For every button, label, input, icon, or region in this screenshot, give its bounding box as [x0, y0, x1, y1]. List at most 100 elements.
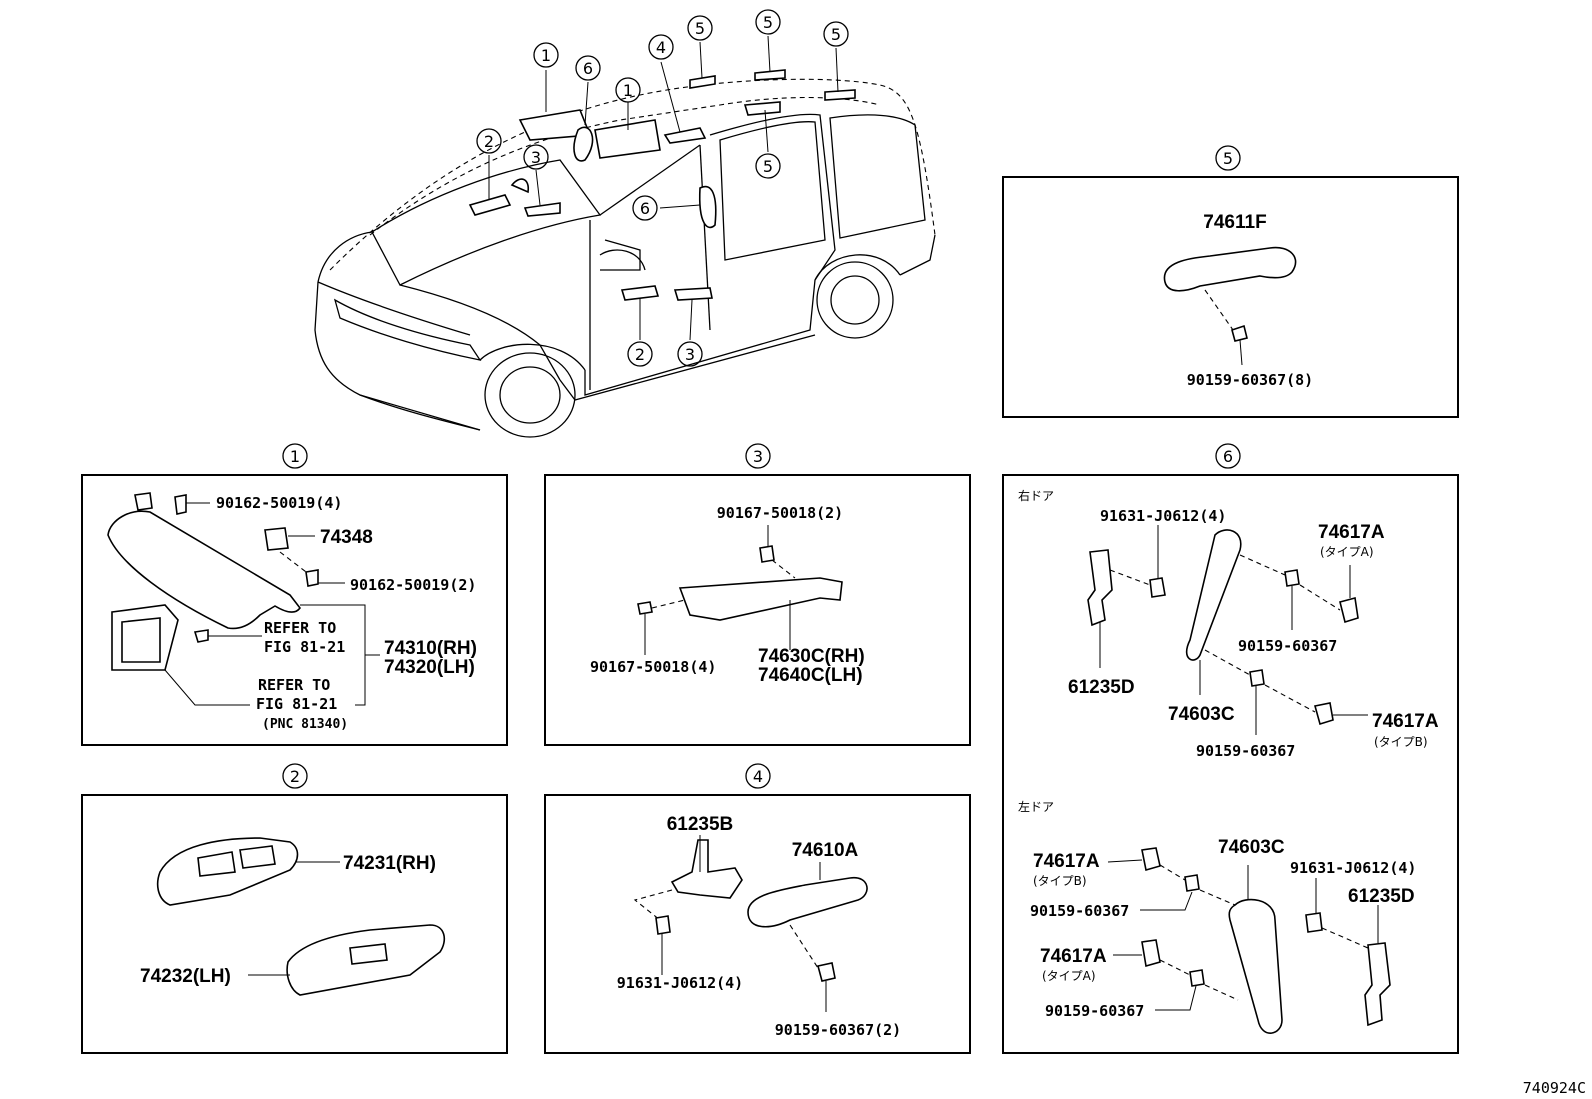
section-1-refer1-line2: FIG 81-21 [264, 638, 345, 656]
callout-6: 6 [640, 199, 650, 218]
section-2: 2 74231(RH) 74232(LH) [81, 763, 508, 1054]
screw-shape [759, 545, 775, 563]
section-1-refer2-line1: REFER TO [258, 676, 330, 694]
section-5-box [1002, 176, 1459, 418]
cap-typeA-shape [1141, 939, 1161, 968]
callout-circle [687, 15, 713, 41]
section-6-callout: 6 [1223, 447, 1233, 466]
callout-circle [523, 144, 549, 170]
callout-5: 5 [763, 13, 773, 32]
section-6-r-bolt-pn: 91631-J0612(4) [1100, 507, 1226, 525]
section-4-box [544, 794, 971, 1054]
vanity-mirror-inner [121, 617, 161, 663]
section-6-callout-circle [1215, 443, 1241, 469]
assist-grip-74630C-shape [678, 577, 843, 621]
callout-2: 2 [484, 132, 494, 151]
section-6-l-cap-b-type: (タイプB) [1033, 874, 1087, 888]
section-1-box [81, 474, 508, 746]
screw-shape [817, 962, 836, 982]
bracket-74348-shape [264, 527, 289, 551]
clip-shape [134, 492, 153, 511]
callout-circle [533, 42, 559, 68]
section-5: 5 74611F 90159-60367(8) [1002, 145, 1459, 418]
section-3-box [544, 474, 971, 746]
section-6-r-grip-pn: 74603C [1168, 704, 1235, 725]
callout-2: 2 [635, 345, 645, 364]
section-6-r-cap-b-type: (タイプB) [1374, 735, 1428, 749]
switch-opening [239, 845, 276, 869]
section-4-bolt-pn: 91631-J0612(4) [617, 974, 743, 992]
bolt-shape [655, 915, 671, 935]
bracket-61235D-shape [1364, 942, 1391, 1027]
section-1-bracket-pn: 74348 [320, 527, 373, 548]
callout-circle [615, 77, 641, 103]
screw-shape [1249, 669, 1265, 687]
section-4-grip-pn: 74610A [792, 840, 859, 861]
callout-3: 3 [531, 148, 541, 167]
callout-circle [755, 153, 781, 179]
callout-6: 6 [583, 59, 593, 78]
callout-circle [677, 341, 703, 367]
bolt-shape [1149, 577, 1166, 598]
section-1: 1 90162-50019(4) 74348 90162-50019(2) RE… [81, 443, 508, 746]
section-6-l-screw2-pn: 90159-60367 [1045, 1002, 1144, 1020]
screw-shape [1189, 969, 1205, 987]
section-4-bracket-pn: 61235B [667, 814, 734, 835]
callout-circle [632, 195, 658, 221]
cap-typeB-shape [1141, 847, 1161, 872]
section-3-screw-top-pn: 90167-50018(2) [717, 504, 843, 522]
section-2-callout-circle [282, 763, 308, 789]
screw-shape [305, 569, 319, 587]
section-5-grip-pn: 74611F [1203, 212, 1266, 233]
sun-visor-shape [107, 510, 301, 630]
assist-grip-74603C-shape [1228, 898, 1283, 1034]
section-6-l-bolt-pn: 91631-J0612(4) [1290, 859, 1416, 877]
section-4-callout-circle [745, 763, 771, 789]
section-6-l-cap-a-type: (タイプA) [1042, 969, 1096, 983]
screw-shape [1231, 324, 1248, 342]
screw-shape [174, 494, 187, 515]
section-2-holder-rh-pn: 74231(RH) [343, 853, 436, 874]
callout-1: 1 [623, 81, 633, 100]
screw-shape [1284, 569, 1300, 587]
section-6-r-screw1-pn: 90159-60367 [1238, 637, 1337, 655]
section-6-r-screw2-pn: 90159-60367 [1196, 742, 1295, 760]
section-6-r-cap-b-pn: 74617A [1372, 711, 1439, 732]
cap-typeA-shape [1339, 596, 1359, 624]
section-1-visor-rh-pn: 74310(RH) [384, 638, 477, 659]
vehicle-callouts: 1 6 1 4 5 5 5 2 3 5 6 2 3 [476, 9, 849, 367]
section-4-screw-pn: 90159-60367(2) [775, 1021, 901, 1039]
callout-3: 3 [685, 345, 695, 364]
section-6-r-cap-a-type: (タイプA) [1320, 545, 1374, 559]
screw-shape [1184, 874, 1200, 892]
section-5-screw-pn: 90159-60367(8) [1187, 371, 1313, 389]
bracket-61235D-shape [1087, 549, 1113, 627]
callout-circle [823, 21, 849, 47]
section-2-holder-lh-pn: 74232(LH) [140, 966, 231, 987]
section-6-right-door-label: 右ドア [1018, 488, 1054, 503]
section-1-refer1-line1: REFER TO [264, 619, 336, 637]
section-6-l-screw1-pn: 90159-60367 [1030, 902, 1129, 920]
section-6-l-cap-b-pn: 74617A [1033, 851, 1100, 872]
callout-5: 5 [831, 25, 841, 44]
assist-grip-74603C-shape [1185, 529, 1242, 661]
callout-circle [648, 34, 674, 60]
callout-circle [476, 128, 502, 154]
section-6-box [1002, 474, 1459, 1054]
section-6: 6 右ドア 左ドア 91631-J0612(4) 74617A (タイプA) 9… [1002, 443, 1459, 1054]
callout-4: 4 [656, 38, 666, 57]
section-1-screw-top-pn: 90162-50019(4) [216, 494, 342, 512]
callout-circle [755, 9, 781, 35]
section-3-callout: 3 [753, 447, 763, 466]
section-5-callout-circle [1215, 145, 1241, 171]
vehicle-illustration [314, 35, 936, 438]
section-1-refer2-line2: FIG 81-21 [256, 695, 337, 713]
callout-circle [575, 55, 601, 81]
section-2-box [81, 794, 508, 1054]
section-6-r-cap-a-pn: 74617A [1318, 522, 1385, 543]
section-6-r-bracket-pn: 61235D [1068, 677, 1135, 698]
section-3-grip-rh-pn: 74630C(RH) [758, 646, 865, 667]
callout-1: 1 [541, 46, 551, 65]
assist-grip-74611F [1163, 246, 1297, 292]
screw-shape [637, 601, 653, 615]
